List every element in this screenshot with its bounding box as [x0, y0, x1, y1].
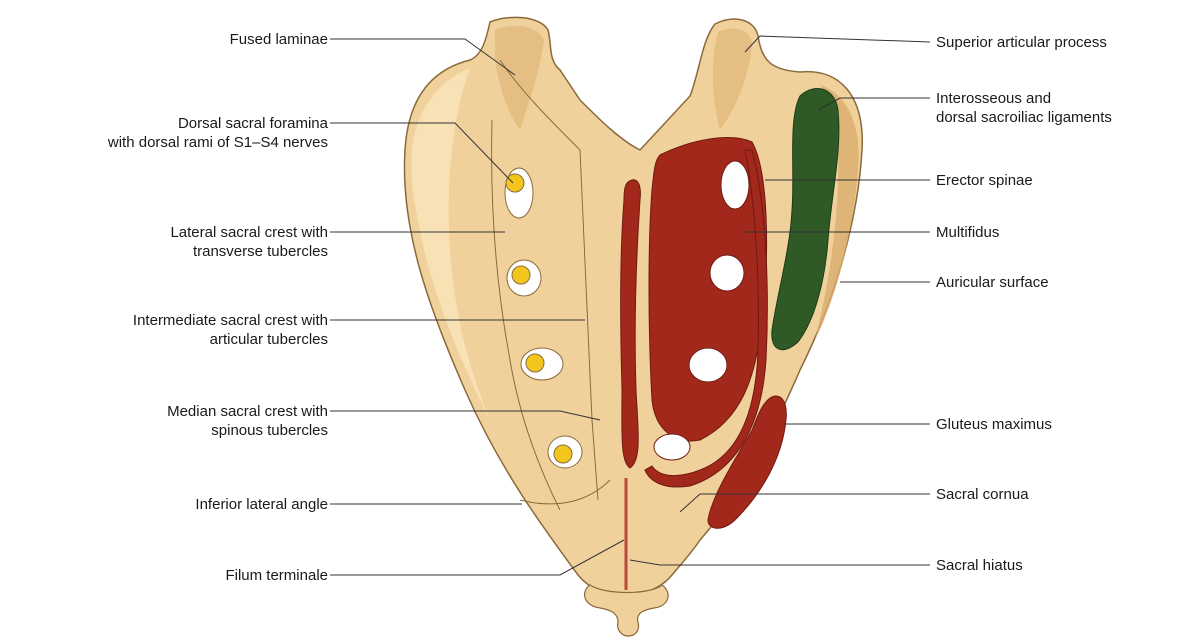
label-lateral-crest-line1: Lateral sacral crest with	[170, 223, 328, 242]
label-median-sacral-crest: Median sacral crest with spinous tubercl…	[167, 402, 328, 440]
label-gluteus-maximus: Gluteus maximus	[936, 415, 1052, 434]
label-auricular-surface-line1: Auricular surface	[936, 273, 1049, 292]
label-fused-laminae-line1: Fused laminae	[230, 30, 328, 49]
label-erector-spinae: Erector spinae	[936, 171, 1033, 190]
label-sacral-cornua: Sacral cornua	[936, 485, 1029, 504]
label-superior-articular-process: Superior articular process	[936, 33, 1107, 52]
leader-superior-articular	[745, 36, 930, 52]
nerve-s1	[506, 174, 524, 192]
right-foramen-4	[654, 434, 690, 460]
label-dorsal-sacral-foramina: Dorsal sacral foramina with dorsal rami …	[108, 114, 328, 152]
label-interosseous-line2: dorsal sacroiliac ligaments	[936, 108, 1112, 127]
label-median-crest-line1: Median sacral crest with	[167, 402, 328, 421]
label-lateral-sacral-crest: Lateral sacral crest with transverse tub…	[170, 223, 328, 261]
right-foramen-1	[721, 161, 749, 209]
label-fused-laminae: Fused laminae	[230, 30, 328, 49]
label-dorsal-foramina-line1: Dorsal sacral foramina	[108, 114, 328, 133]
label-intermediate-crest-line2: articular tubercles	[133, 330, 328, 349]
label-inferior-lateral-angle: Inferior lateral angle	[195, 495, 328, 514]
label-dorsal-foramina-line2: with dorsal rami of S1–S4 nerves	[108, 133, 328, 152]
label-sacral-hiatus: Sacral hiatus	[936, 556, 1023, 575]
label-erector-spinae-line1: Erector spinae	[936, 171, 1033, 190]
nerve-s2	[512, 266, 530, 284]
label-filum-terminale-line1: Filum terminale	[225, 566, 328, 585]
label-filum-terminale: Filum terminale	[225, 566, 328, 585]
right-foramen-3	[689, 348, 727, 382]
label-interosseous-ligaments: Interosseous and dorsal sacroiliac ligam…	[936, 89, 1112, 127]
label-lateral-crest-line2: transverse tubercles	[170, 242, 328, 261]
coccyx	[585, 585, 669, 636]
label-sacral-cornua-line1: Sacral cornua	[936, 485, 1029, 504]
label-inferior-angle-line1: Inferior lateral angle	[195, 495, 328, 514]
nerve-s3	[526, 354, 544, 372]
label-multifidus-line1: Multifidus	[936, 223, 999, 242]
label-superior-articular-line1: Superior articular process	[936, 33, 1107, 52]
nerve-s4	[554, 445, 572, 463]
label-median-crest-line2: spinous tubercles	[167, 421, 328, 440]
right-foramen-2	[710, 255, 744, 291]
label-intermediate-crest-line1: Intermediate sacral crest with	[133, 311, 328, 330]
label-interosseous-line1: Interosseous and	[936, 89, 1112, 108]
label-intermediate-sacral-crest: Intermediate sacral crest with articular…	[133, 311, 328, 349]
label-auricular-surface: Auricular surface	[936, 273, 1049, 292]
label-multifidus: Multifidus	[936, 223, 999, 242]
label-gluteus-maximus-line1: Gluteus maximus	[936, 415, 1052, 434]
label-sacral-hiatus-line1: Sacral hiatus	[936, 556, 1023, 575]
